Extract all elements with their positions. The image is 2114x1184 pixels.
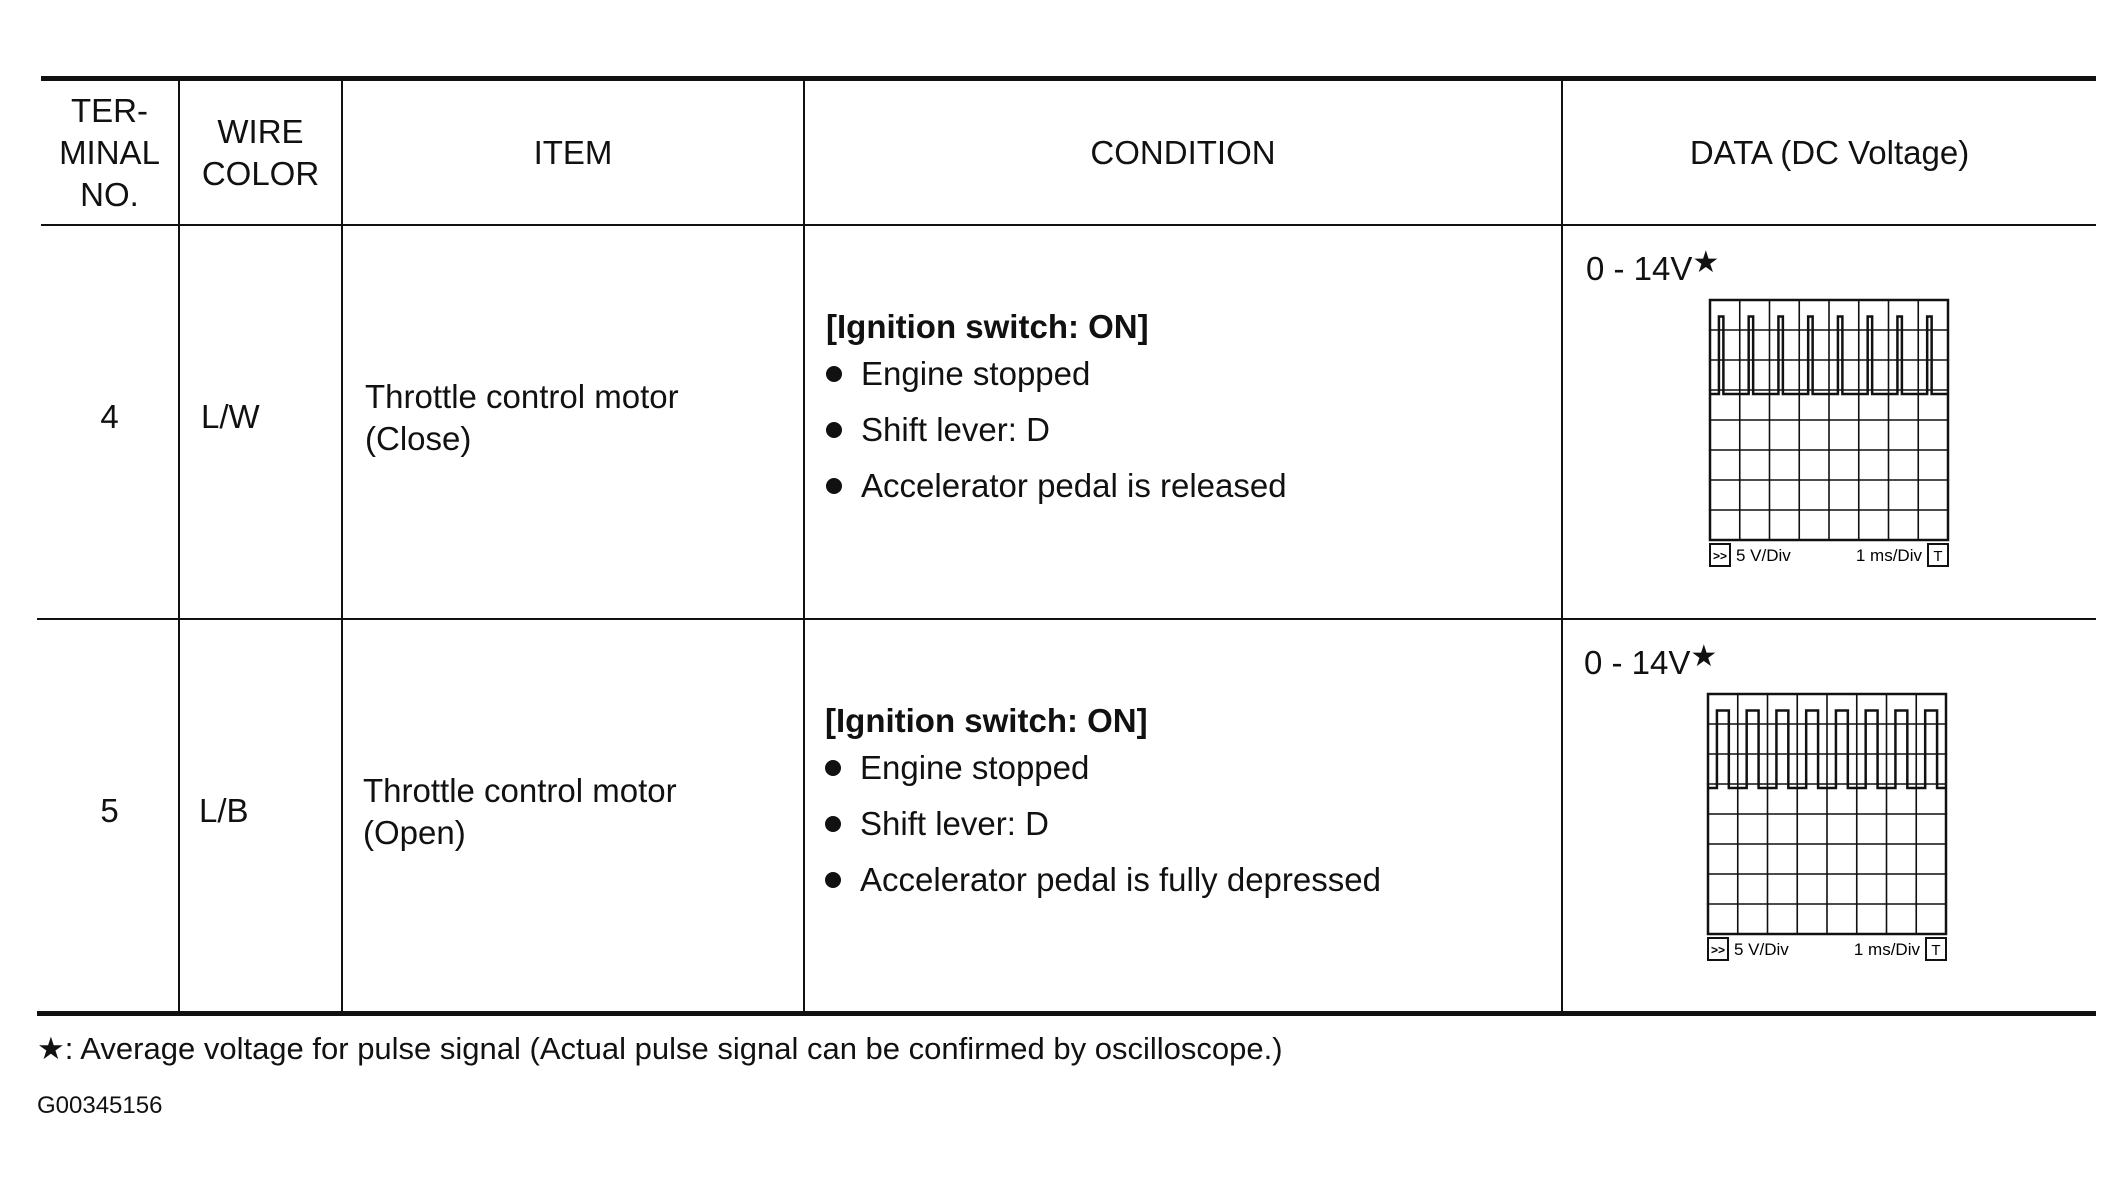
wire-color: L/W xyxy=(201,398,260,435)
bullet-icon xyxy=(826,366,842,382)
header-divider xyxy=(41,224,2096,226)
bullet-icon xyxy=(825,816,841,832)
scope-left-icon-box xyxy=(1709,543,1731,567)
bullet-icon xyxy=(826,478,842,494)
header-data: DATA (DC Voltage) xyxy=(1689,134,1970,171)
condition: [Ignition switch: ON] Engine stopped Shi… xyxy=(826,306,1287,514)
bullet-icon xyxy=(826,422,842,438)
scope-right-icon-box xyxy=(1925,937,1947,961)
bullet-text: Accelerator pedal is released xyxy=(861,467,1287,504)
header-terminal-no: TER- MINAL NO. xyxy=(59,92,160,213)
column-divider xyxy=(1561,81,1563,1011)
column-divider xyxy=(341,81,343,1011)
footnote: ★: Average voltage for pulse signal (Act… xyxy=(37,1031,1283,1067)
terminal-number: 5 xyxy=(100,792,119,829)
voltage-value: 0 - 14V★ xyxy=(1586,242,1719,290)
scope-right-icon-box xyxy=(1927,543,1949,567)
item-line: Throttle control motor xyxy=(365,378,679,415)
terminal-number: 4 xyxy=(100,398,119,435)
oscilloscope-waveform: >> 5 V/Div 1 ms/Div T xyxy=(1708,298,1950,567)
condition-bullet: Accelerator pedal is fully depressed xyxy=(825,852,1381,908)
item-description: Throttle control motor (Open) xyxy=(363,770,677,854)
scope-left-icon: >> xyxy=(1713,549,1727,563)
item-line: (Open) xyxy=(363,814,466,851)
scope-trace xyxy=(1710,315,1948,396)
scope-left-icon: >> xyxy=(1711,943,1725,957)
bullet-icon xyxy=(825,872,841,888)
scope-time-div: 1 ms/Div xyxy=(1856,546,1923,565)
item-description: Throttle control motor (Close) xyxy=(365,376,679,460)
bullet-text: Engine stopped xyxy=(860,749,1090,786)
row-divider xyxy=(37,618,2096,620)
scope-left-icon-box xyxy=(1707,937,1729,961)
column-divider xyxy=(178,81,180,1011)
column-divider xyxy=(803,81,805,1011)
figure-id: G00345156 xyxy=(37,1092,163,1119)
star-icon: ★ xyxy=(1690,640,1718,673)
condition-bullet: Engine stopped xyxy=(825,740,1381,796)
condition-bullet: Shift lever: D xyxy=(826,402,1287,458)
bottom-rule xyxy=(37,1011,2096,1016)
scope-right-icon: T xyxy=(1931,942,1940,959)
scope-volts-div: 5 V/Div xyxy=(1734,940,1789,959)
footnote-text: : Average voltage for pulse signal (Actu… xyxy=(64,1031,1283,1066)
bullet-icon xyxy=(825,760,841,776)
bullet-text: Shift lever: D xyxy=(860,805,1049,842)
condition-title: [Ignition switch: ON] xyxy=(826,308,1149,345)
voltage-text: 0 - 14V xyxy=(1584,644,1691,681)
item-line: Throttle control motor xyxy=(363,772,677,809)
scope-volts-div: 5 V/Div xyxy=(1736,546,1791,565)
bullet-text: Engine stopped xyxy=(861,355,1091,392)
scope-time-div: 1 ms/Div xyxy=(1854,940,1921,959)
condition: [Ignition switch: ON] Engine stopped Shi… xyxy=(825,700,1381,908)
header-condition: CONDITION xyxy=(1090,134,1276,171)
oscilloscope-waveform: >> 5 V/Div 1 ms/Div T xyxy=(1706,692,1948,961)
condition-bullet: Engine stopped xyxy=(826,346,1287,402)
condition-bullet: Accelerator pedal is released xyxy=(826,458,1287,514)
condition-title: [Ignition switch: ON] xyxy=(825,702,1148,739)
scope-right-icon: T xyxy=(1933,548,1942,565)
item-line: (Close) xyxy=(365,420,472,457)
scope-trace xyxy=(1708,709,1946,790)
header-item: ITEM xyxy=(533,134,613,171)
star-icon: ★ xyxy=(1692,246,1720,279)
bullet-text: Shift lever: D xyxy=(861,411,1050,448)
voltage-text: 0 - 14V xyxy=(1586,250,1693,287)
bullet-text: Accelerator pedal is fully depressed xyxy=(860,861,1381,898)
header-wire-color: WIRE COLOR xyxy=(201,113,320,192)
voltage-value: 0 - 14V★ xyxy=(1584,636,1717,684)
wire-color: L/B xyxy=(199,792,249,829)
star-icon: ★ xyxy=(37,1031,65,1066)
top-rule xyxy=(41,76,2096,81)
condition-bullet: Shift lever: D xyxy=(825,796,1381,852)
